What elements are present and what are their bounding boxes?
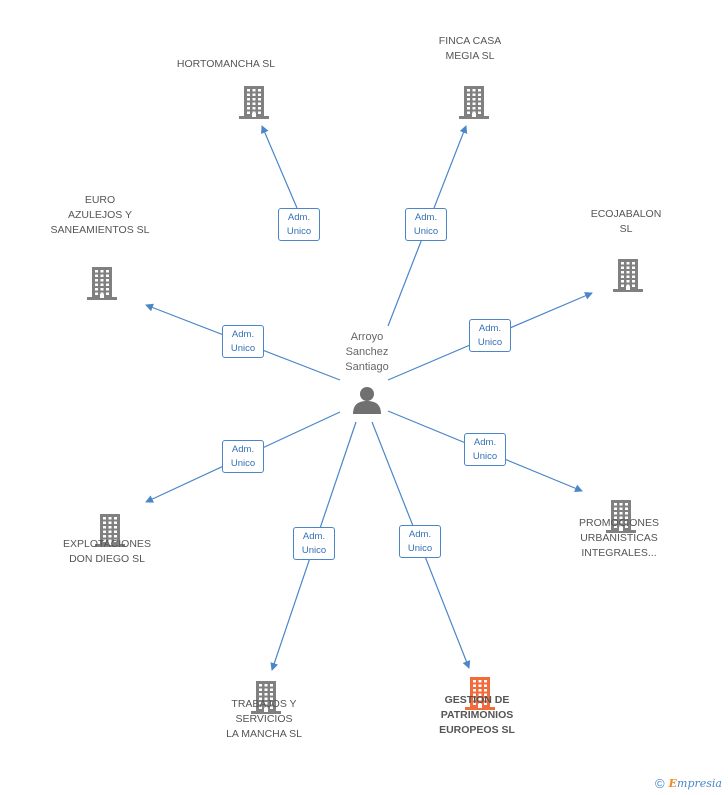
edge-line [261, 125, 298, 209]
edge-role-label[interactable]: Adm. Unico [293, 527, 335, 560]
company-name[interactable]: TRABAJOS Y SERVICIOS LA MANCHA SL [226, 697, 302, 740]
edge-role-line2: Unico [230, 458, 256, 469]
building-icon[interactable] [612, 257, 644, 298]
company-name[interactable]: PROMOCIONES URBANISTICAS INTEGRALES... [579, 516, 659, 559]
edge-role-line1: Adm. [414, 212, 438, 223]
company-name[interactable]: GESTION DE PATRIMONIOS EUROPEOS SL [439, 693, 515, 736]
company-name[interactable]: HORTOMANCHA SL [176, 57, 276, 70]
building-icon[interactable] [238, 84, 270, 125]
edge-role-line2: Unico [301, 545, 327, 556]
company-name[interactable]: FINCA CASA MEGIA SL [438, 35, 502, 62]
edge-role-line1: Adm. [473, 437, 497, 448]
edge-role-label[interactable]: Adm. Unico [469, 319, 511, 352]
edge-role-line2: Unico [407, 543, 433, 554]
edge-role-line2: Unico [286, 226, 312, 237]
edge-role-label[interactable]: Adm. Unico [278, 208, 320, 241]
building-icon[interactable] [458, 84, 490, 125]
brand-logo: Empresia [668, 777, 722, 790]
company-name[interactable]: ECOJABALON SL [590, 208, 662, 235]
edge-role-line1: Adm. [478, 323, 502, 334]
edge-role-line2: Unico [472, 451, 498, 462]
edge-role-line2: Unico [230, 343, 256, 354]
center-person-name[interactable]: Arroyo Sanchez Santiago [345, 331, 389, 373]
copyright-icon: © [655, 776, 665, 791]
edge-role-line2: Unico [413, 226, 439, 237]
building-icon[interactable] [94, 512, 126, 553]
company-name[interactable]: EURO AZULEJOS Y SANEAMIENTOS SL [50, 193, 150, 236]
edge-role-line1: Adm. [302, 531, 326, 542]
edge-role-line1: Adm. [287, 212, 311, 223]
building-icon[interactable] [250, 679, 282, 720]
edge-role-line2: Unico [477, 337, 503, 348]
edge-role-label[interactable]: Adm. Unico [222, 440, 264, 473]
company-name[interactable]: EXPLOTACIONES DON DIEGO SL [63, 538, 151, 565]
edge-role-label[interactable]: Adm. Unico [464, 433, 506, 466]
edge-role-label[interactable]: Adm. Unico [405, 208, 447, 241]
building-icon[interactable] [86, 265, 118, 306]
edge-role-line1: Adm. [408, 529, 432, 540]
edge-role-line1: Adm. [231, 444, 255, 455]
building-icon[interactable] [605, 498, 637, 539]
edge-role-label[interactable]: Adm. Unico [399, 525, 441, 558]
footer-brand: © Empresia [655, 776, 722, 791]
edge-role-label[interactable]: Adm. Unico [222, 325, 264, 358]
edge-role-line1: Adm. [231, 329, 255, 340]
person-icon[interactable] [352, 385, 382, 420]
building-icon[interactable] [464, 675, 496, 716]
